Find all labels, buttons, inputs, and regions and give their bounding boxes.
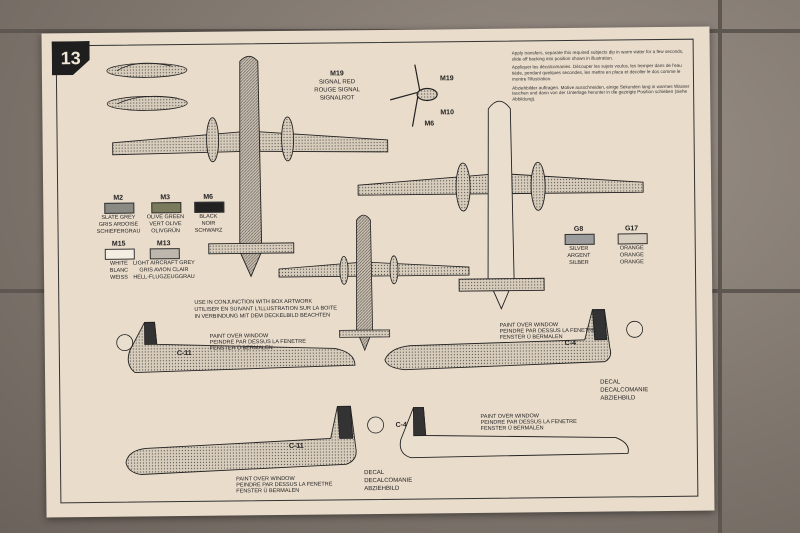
prop-label: M19 bbox=[439, 75, 454, 83]
paint-code: M2 bbox=[113, 194, 124, 202]
paint-swatch bbox=[104, 248, 135, 260]
paint-swatch bbox=[194, 201, 225, 213]
paint-name-fr: ORANGE bbox=[619, 252, 644, 259]
side-view-left-top bbox=[127, 321, 356, 374]
paint-swatch bbox=[149, 248, 180, 260]
note-line: FENSTER Ü BERMALEN bbox=[209, 345, 273, 352]
side-view-right-bottom bbox=[399, 407, 629, 459]
side-view-right-top bbox=[384, 309, 612, 371]
note-line: FENSTER Ü BERMALEN bbox=[236, 487, 300, 495]
instruction-sheet: 13 Apply transfers, separate this requir… bbox=[41, 26, 715, 518]
side-view-left-bottom bbox=[125, 405, 357, 475]
callout-line: SIGNAL RED bbox=[318, 79, 356, 86]
prop-label: M6 bbox=[424, 120, 435, 128]
paint-code: G17 bbox=[624, 225, 639, 233]
top-view-aircraft bbox=[112, 55, 389, 278]
decal-line: DECAL bbox=[364, 469, 385, 477]
paint-name-fr: NOIR bbox=[201, 220, 216, 227]
paint-code: M6 bbox=[203, 193, 214, 201]
paint-swatch bbox=[151, 202, 182, 214]
callout-line: SIGNALROT bbox=[319, 95, 355, 102]
paint-code: M13 bbox=[156, 240, 171, 248]
registration-c4: C-4 bbox=[564, 339, 577, 348]
paint-swatch bbox=[564, 233, 595, 246]
note-line: FENSTER Ü BERMALEN bbox=[499, 334, 563, 341]
decal-line: DECALCOMANIE bbox=[600, 387, 649, 394]
paint-name-fr: ARGENT bbox=[567, 252, 591, 260]
roundel-icon bbox=[116, 320, 644, 434]
propeller-diagram bbox=[390, 64, 438, 127]
registration-c11: C-11 bbox=[288, 442, 304, 450]
paint-code: M3 bbox=[160, 194, 171, 202]
prop-label: M10 bbox=[440, 109, 454, 117]
callout-line: ROUGE SIGNAL bbox=[314, 87, 360, 94]
underside-view-aircraft bbox=[357, 100, 644, 310]
paint-name-de: SCHWARZ bbox=[194, 227, 223, 234]
aircraft-drawings bbox=[106, 55, 644, 475]
registration-c4: C-4 bbox=[395, 421, 407, 429]
small-side-view-2 bbox=[106, 95, 188, 111]
decal-line: DECAL bbox=[600, 379, 621, 386]
paint-code: G8 bbox=[573, 225, 584, 233]
decal-line: DECALCOMANIE bbox=[364, 477, 413, 485]
registration-c11: C-11 bbox=[176, 349, 192, 358]
paint-code: M15 bbox=[111, 240, 126, 248]
paint-name-en: ORANGE bbox=[619, 245, 644, 252]
paint-name-de: HELL-FLUGZEUGGRAU bbox=[133, 273, 195, 281]
middle-top-view-aircraft bbox=[278, 214, 470, 352]
decal-line: ABZIEHBILD bbox=[364, 485, 400, 493]
small-side-view-1 bbox=[106, 62, 188, 78]
paint-swatch bbox=[104, 202, 135, 214]
paint-name-fr: GRIS AVION CLAIR bbox=[139, 266, 189, 274]
paint-name-de: SILBER bbox=[569, 259, 589, 266]
decal-line: ABZIEHBILD bbox=[600, 395, 636, 402]
note-line: FENSTER Ü BERMALEN bbox=[480, 425, 544, 432]
paint-name-en: LIGHT AIRCRAFT GREY bbox=[132, 259, 195, 267]
paint-name-en: BLACK bbox=[199, 213, 218, 220]
paint-name-en: SILVER bbox=[569, 245, 589, 252]
paint-name-de: ORANGE bbox=[619, 259, 644, 266]
callout-code: M19 bbox=[330, 70, 344, 78]
paint-swatch bbox=[617, 233, 648, 245]
